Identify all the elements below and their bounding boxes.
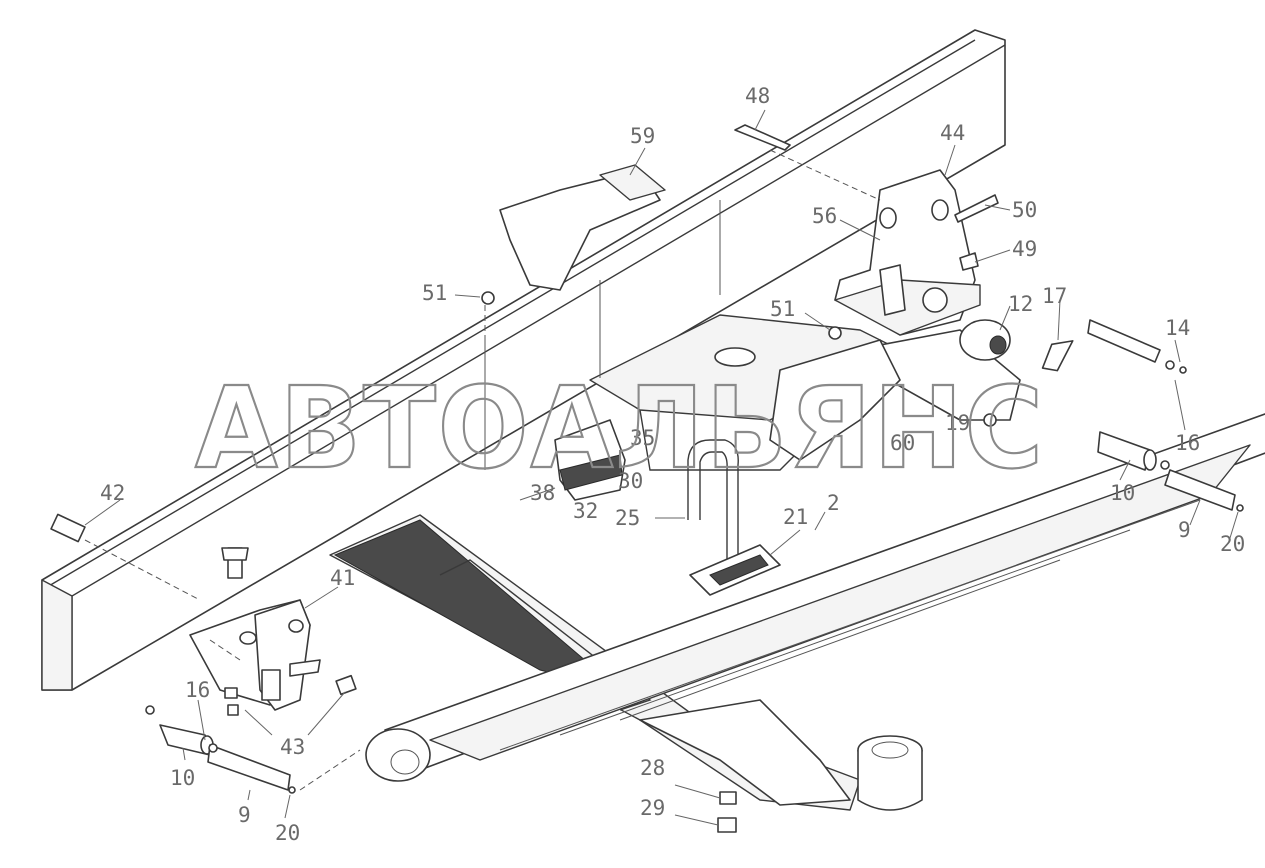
callout-51-left: 51 (422, 281, 447, 305)
callout-42: 42 (100, 481, 125, 505)
callout-29: 29 (640, 796, 665, 820)
callout-50: 50 (1012, 198, 1037, 222)
callout-32: 32 (573, 499, 598, 523)
callout-12: 12 (1008, 292, 1033, 316)
callout-49: 49 (1012, 237, 1037, 261)
callout-10-right: 10 (1110, 481, 1135, 505)
callout-48: 48 (745, 84, 770, 108)
callout-16-left: 16 (185, 678, 210, 702)
callout-9-right: 9 (1178, 518, 1191, 542)
callout-44: 44 (940, 121, 965, 145)
callout-labels: 48 59 44 50 56 49 51 51 17 12 14 16 35 6… (100, 84, 1245, 845)
callout-30: 30 (618, 469, 643, 493)
fasteners (481, 291, 997, 833)
callout-21: 21 (783, 505, 808, 529)
callout-51-right: 51 (770, 297, 795, 321)
rear-hanger-bracket (734, 124, 999, 336)
u-bolt-assembly (554, 419, 781, 596)
callout-25: 25 (615, 506, 640, 530)
callout-28: 28 (640, 756, 665, 780)
rear-pin-group (1087, 319, 1244, 512)
callout-35: 35 (630, 426, 655, 450)
callout-2: 2 (827, 491, 840, 515)
alignment-lines (84, 149, 881, 791)
callout-38: 38 (530, 481, 555, 505)
callout-10-left: 10 (170, 766, 195, 790)
callout-41: 41 (330, 566, 355, 590)
callout-16-right: 16 (1175, 431, 1200, 455)
callout-56: 56 (812, 204, 837, 228)
callout-60: 60 (890, 431, 915, 455)
frame-rail (41, 29, 1006, 691)
callout-20-left: 20 (275, 821, 300, 845)
callout-17: 17 (1042, 284, 1067, 308)
callout-14: 14 (1165, 316, 1190, 340)
callout-43: 43 (280, 735, 305, 759)
bump-stop-bracket (499, 164, 666, 291)
callout-9-left: 9 (238, 803, 251, 827)
front-hanger-bracket (50, 513, 357, 716)
leader-lines (84, 109, 1239, 826)
rear-shackle (769, 319, 1074, 461)
watermark: АВТОАЛЬЯНС (195, 364, 1045, 494)
callout-19: 19 (945, 411, 970, 435)
callout-20-right: 20 (1220, 532, 1245, 556)
leaf-spring (365, 413, 1265, 782)
callout-59: 59 (630, 124, 655, 148)
front-pin-group (145, 705, 296, 794)
